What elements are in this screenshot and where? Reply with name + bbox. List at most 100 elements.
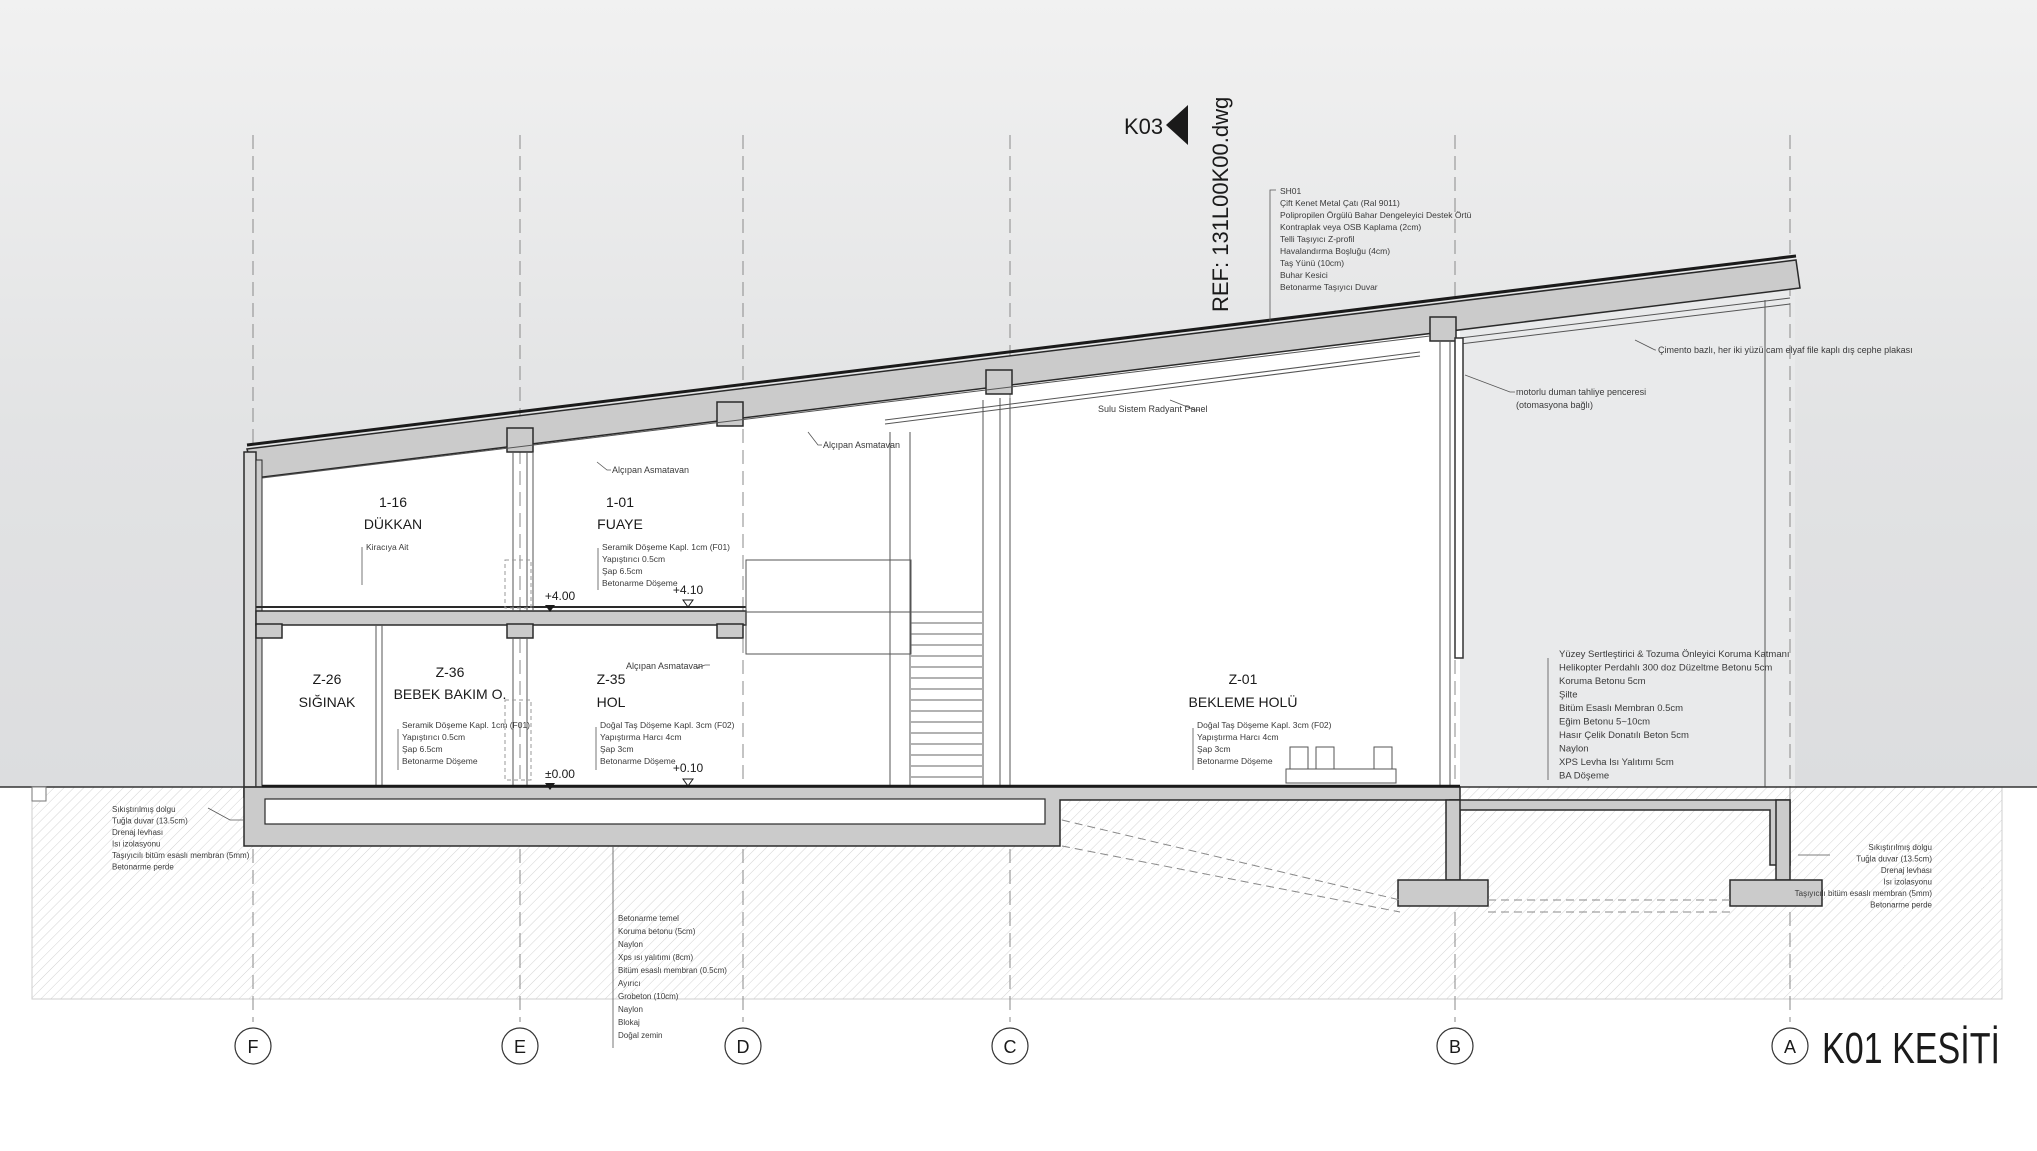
annotation-right-wall: Tuğla duvar (13.5cm): [1856, 855, 1932, 864]
partition-walls: [375, 300, 1766, 787]
annotation-left-wall: Betonarme perde: [112, 863, 174, 872]
annotation-floor-f01-lower: Betonarme Döşeme: [402, 756, 478, 766]
axis-bubble: [1771, 1027, 1809, 1065]
level-label: +4.10: [673, 583, 704, 597]
annotation-roof-layers: Polipropilen Örgülü Bahar Dengeleyici De…: [1280, 210, 1472, 220]
annotation-exterior-ground: Naylon: [1559, 744, 1589, 755]
annotation-floor-f02-bekleme: Doğal Taş Döşeme Kapl. 3cm (F02): [1197, 720, 1332, 730]
smoke-window: [1454, 337, 1464, 659]
level-markers: [545, 599, 694, 790]
room-name: FUAYE: [597, 516, 643, 532]
annotation-left-wall: Tuğla duvar (13.5cm): [112, 817, 188, 826]
annotation-roof-layers: Çift Kenet Metal Çatı (Ral 9011): [1280, 198, 1400, 208]
annotation-left-wall: Isı izolasyonu: [112, 840, 160, 849]
annotation-foundation: Grobeton (10cm): [618, 992, 679, 1001]
room-name: HOL: [597, 694, 626, 710]
annotation-floor-f02-bekleme: Betonarme Döşeme: [1197, 756, 1273, 766]
leader-lines: [207, 189, 1830, 1048]
footing-dashes: [1061, 819, 1730, 913]
annotation-tenant: Kiracıya Ait: [366, 542, 409, 552]
annotation-exterior-ground: XPS Levha Isı Yalıtımı 5cm: [1559, 757, 1674, 768]
drawing-title: K01 KESİTİ: [1822, 1024, 2000, 1073]
axis-bubble: [501, 1027, 539, 1065]
file-reference: REF: 131L00K00.dwg: [1208, 97, 1233, 312]
axis-bubble: [991, 1027, 1029, 1065]
annotation-radiant-panel: Sulu Sistem Radyant Panel: [1098, 404, 1208, 414]
annotation-floor-f02-bekleme: Şap 3cm: [1197, 744, 1231, 754]
annotation-ceiling-2: Alçıpan Asmatavan: [612, 465, 689, 475]
annotation-floor-f01-upper: Seramik Döşeme Kapl. 1cm (F01): [602, 542, 730, 552]
annotation-foundation: Koruma betonu (5cm): [618, 927, 696, 936]
room-code: Z-35: [597, 671, 626, 687]
roof-metal-skin: [246, 254, 1797, 447]
annotation-floor-f02-hol: Doğal Taş Döşeme Kapl. 3cm (F02): [600, 720, 735, 730]
annotation-roof-layers: SH01: [1280, 186, 1302, 196]
ceiling-lines: [261, 297, 1791, 479]
annotation-exterior-ground: Hasır Çelik Donatılı Beton 5cm: [1559, 730, 1689, 741]
annotation-floor-f02-bekleme: Yapıştırma Harcı 4cm: [1197, 732, 1279, 742]
axis-label: F: [248, 1037, 259, 1057]
annotation-floor-f01-lower: Şap 6.5cm: [402, 744, 443, 754]
annotation-smoke-window: motorlu duman tahliye penceresi: [1516, 387, 1646, 397]
foundation-void: [264, 798, 1046, 825]
canopy-zone: [1460, 268, 1795, 787]
bench-furniture: [1285, 746, 1397, 784]
axis-label: A: [1784, 1037, 1796, 1057]
gallery-panel: [745, 611, 912, 655]
annotation-ceiling-3: Alçıpan Asmatavan: [626, 661, 703, 671]
axis-label: C: [1004, 1037, 1017, 1057]
annotation-exterior-ground: Eğim Betonu 5~10cm: [1559, 717, 1650, 728]
room-code: Z-36: [436, 664, 465, 680]
footings: [1397, 799, 1823, 907]
room-name: BEKLEME HOLÜ: [1189, 693, 1298, 710]
annotation-right-wall: Drenaj levhası: [1881, 866, 1932, 875]
annotation-ceiling-1: Alçıpan Asmatavan: [823, 440, 900, 450]
level-label: ±0.00: [545, 767, 575, 781]
annotation-foundation: Blokaj: [618, 1018, 640, 1027]
annotation-left-wall: Sıkıştırılmış dolgu: [112, 805, 176, 814]
staircase: [911, 611, 982, 778]
annotation-floor-f02-hol: Yapıştırma Harcı 4cm: [600, 732, 682, 742]
floor-beams: [255, 623, 744, 639]
annotation-foundation: Ayırıcı: [618, 979, 641, 988]
annotation-foundation: Xps ısı yalıtımı (8cm): [618, 953, 693, 962]
section-arrow-icon: [1166, 105, 1188, 145]
room-code: Z-01: [1229, 671, 1258, 687]
level-label: +4.00: [545, 589, 576, 603]
annotation-foundation: Naylon: [618, 940, 643, 949]
axis-label: B: [1449, 1037, 1461, 1057]
room-code: Z-26: [313, 671, 342, 687]
annotation-right-wall: Betonarme perde: [1870, 901, 1932, 910]
level-label: +0.10: [673, 761, 704, 775]
annotation-floor-f01-upper: Şap 6.5cm: [602, 566, 643, 576]
axis-bubble: [234, 1027, 272, 1065]
annotation-foundation: Bitüm esaslı membran (0.5cm): [618, 966, 727, 975]
column-markers: [504, 559, 532, 781]
annotation-exterior-ground: Koruma Betonu 5cm: [1559, 676, 1646, 687]
annotation-right-wall: Taşıyıcılı bitüm esaslı membran (5mm): [1795, 889, 1933, 898]
annotation-foundation: Doğal zemin: [618, 1031, 662, 1040]
axis-label: E: [514, 1037, 526, 1057]
left-wall-stub: [31, 786, 47, 802]
annotation-roof-layers: Betonarme Taşıyıcı Duvar: [1280, 282, 1378, 292]
annotation-floor-f01-lower: Seramik Döşeme Kapl. 1cm (F01): [402, 720, 530, 730]
annotation-right-wall: Sıkıştırılmış dolgu: [1868, 843, 1932, 852]
annotation-roof-layers: Buhar Kesici: [1280, 270, 1328, 280]
annotation-foundation: Betonarme temel: [618, 914, 679, 923]
annotation-floor-f01-upper: Yapıştırıcı 0.5cm: [602, 554, 665, 564]
annotation-roof-layers: Kontraplak veya OSB Kaplama (2cm): [1280, 222, 1421, 232]
annotation-right-wall: Isı izolasyonu: [1884, 878, 1932, 887]
room-code: 1-16: [379, 494, 407, 510]
annotation-left-wall: Drenaj levhası: [112, 828, 163, 837]
annotation-roof-layers: Taş Yünü (10cm): [1280, 258, 1344, 268]
annotation-facade-panel: Çimento bazlı, her iki yüzü cam elyaf fi…: [1658, 345, 1913, 355]
axis-bubble: [1436, 1027, 1474, 1065]
annotation-exterior-ground: Şilte: [1559, 690, 1577, 701]
axis-label: D: [737, 1037, 750, 1057]
upper-floor-slab: [255, 610, 747, 626]
section-mark: K03: [1124, 114, 1163, 139]
